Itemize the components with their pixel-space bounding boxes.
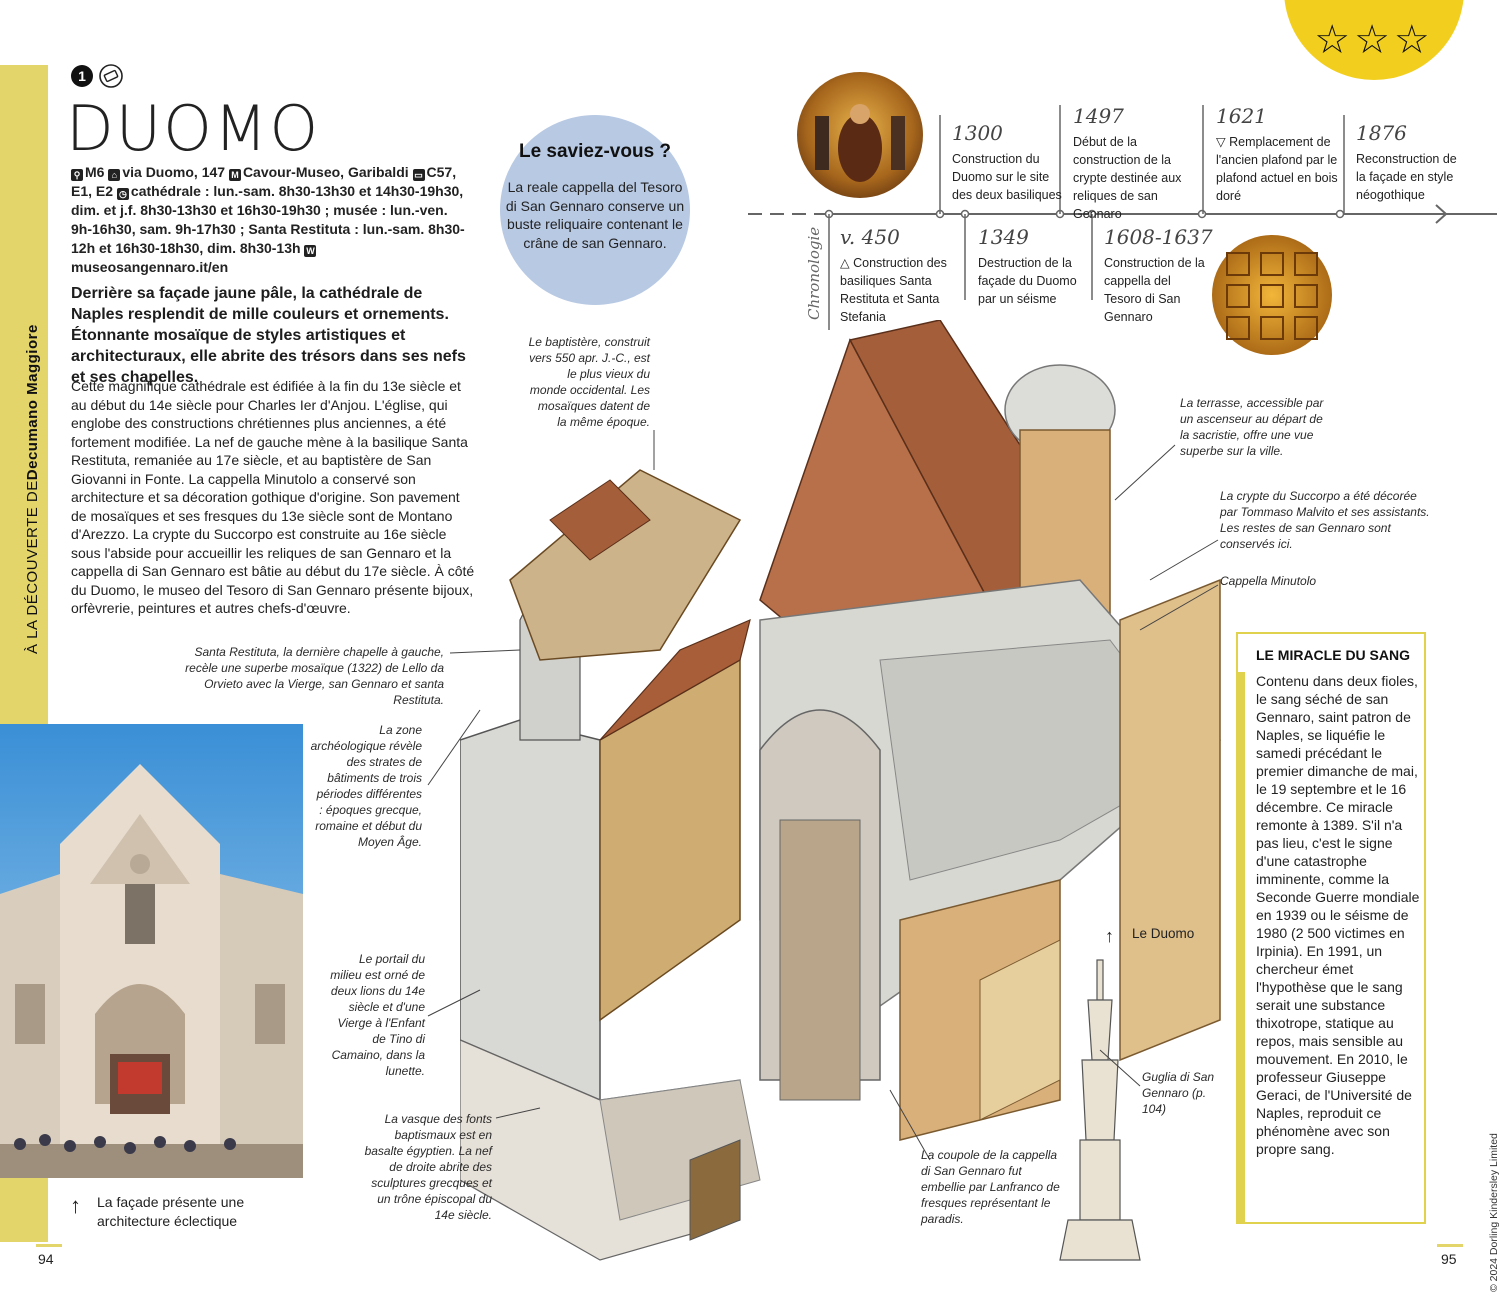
timeline-year: 1876	[1356, 121, 1407, 145]
timeline-year: 1497	[1073, 104, 1124, 128]
bus-lines: C57, E1, E2	[71, 164, 457, 199]
timeline-year: 1621	[1216, 104, 1267, 128]
up-arrow-icon: ↑	[70, 1193, 81, 1218]
caption-portail: Le portail du milieu est orné de deux li…	[330, 952, 425, 1078]
ticket-icon	[99, 64, 123, 88]
timeline-year: 1608-1637	[1104, 225, 1213, 249]
map-pin-icon: ⚲	[71, 169, 83, 181]
timeline-ticks	[828, 105, 1345, 330]
caption-santa-restituta: Santa Restituta, la dernière chapelle à …	[185, 645, 444, 707]
map-ref: M6	[85, 164, 105, 180]
timeline-event: Construction de la cappella del Tesoro d…	[1104, 256, 1205, 324]
web-icon: W	[304, 245, 317, 257]
caption-duomo: Le Duomo	[1132, 926, 1195, 941]
timeline-year: v. 450	[840, 225, 900, 249]
timeline-year: 1300	[952, 121, 1003, 145]
up-arrow-icon: ↑	[1105, 926, 1114, 946]
timeline-event: Destruction de la façade du Duomo par un…	[978, 256, 1077, 306]
caption-guglia: Guglia di San Gennaro (p. 104)	[1142, 1070, 1215, 1116]
caption-baptistere: Le baptistère, construit vers 550 apr. J…	[528, 335, 650, 429]
page-title: DUOMO	[66, 92, 321, 165]
timeline-event: Construction du Duomo sur le site des de…	[952, 152, 1062, 202]
box-text: Contenu dans deux fioles, le sang séché …	[1256, 673, 1420, 1157]
page-number-accent	[36, 1244, 62, 1247]
fact-bubble	[500, 115, 690, 305]
page-number-accent	[1437, 1244, 1463, 1247]
timeline-year: 1349	[978, 225, 1029, 249]
page-number-left: 94	[38, 1251, 54, 1267]
caption-minutolo: Cappella Minutolo	[1220, 574, 1317, 588]
body-text: Cette magnifique cathédrale est édifiée …	[71, 378, 475, 616]
intro-paragraph: Derrière sa façade jaune pâle, la cathéd…	[71, 285, 466, 386]
timeline-event: Début de la construction de la crypte de…	[1073, 135, 1182, 221]
address-icon: ⌂	[108, 169, 121, 181]
copyright-notice: © 2024 Dorling Kindersley Limited	[1488, 1133, 1500, 1292]
box-title: LE MIRACLE DU SANG	[1256, 647, 1410, 663]
bus-icon: ▭	[412, 169, 425, 181]
metro-icon: M	[228, 169, 241, 181]
sidebar-box-accent	[1236, 672, 1245, 1224]
fact-title: Le saviez-vous ?	[518, 141, 672, 162]
star-rating: ☆☆☆	[1314, 18, 1434, 62]
caption-coupole: La coupole de la cappella di San Gennaro…	[921, 1148, 1060, 1226]
opening-hours: cathédrale : lun.-sam. 8h30-13h30 et 14h…	[71, 183, 465, 256]
caption-terrasse: La terrasse, accessible par un ascenseur…	[1180, 396, 1324, 458]
caption-zone-archeologique: La zone archéologique révèle des strates…	[310, 723, 422, 849]
caption-crypte: La crypte du Succorpo a été décorée par …	[1220, 489, 1430, 551]
fact-text: La reale cappella del Tesoro di San Genn…	[505, 179, 685, 251]
page-number-right: 95	[1441, 1251, 1457, 1267]
clock-icon: ◷	[116, 188, 129, 200]
cathedral-illustration	[460, 320, 1222, 1261]
caption-facade: La façade présente une architecture écle…	[97, 1194, 245, 1229]
entry-number: 1	[71, 65, 93, 87]
ceiling-medallion	[1212, 235, 1332, 355]
website-link[interactable]: museosangennaro.it/en	[71, 259, 229, 275]
timeline-event: ▽ Remplacement de l'ancien plafond par l…	[1216, 135, 1338, 203]
timeline-event: Reconstruction de la façade en style néo…	[1356, 152, 1457, 202]
mosaic-medallion	[797, 72, 923, 198]
metro-stops: Cavour-Museo, Garibaldi	[242, 164, 409, 180]
facade-photo	[0, 724, 303, 1178]
timeline-event: △ Construction des basiliques Santa Rest…	[840, 256, 947, 324]
caption-vasque: La vasque des fonts baptismaux est en ba…	[364, 1112, 492, 1222]
address: via Duomo, 147	[122, 164, 226, 180]
